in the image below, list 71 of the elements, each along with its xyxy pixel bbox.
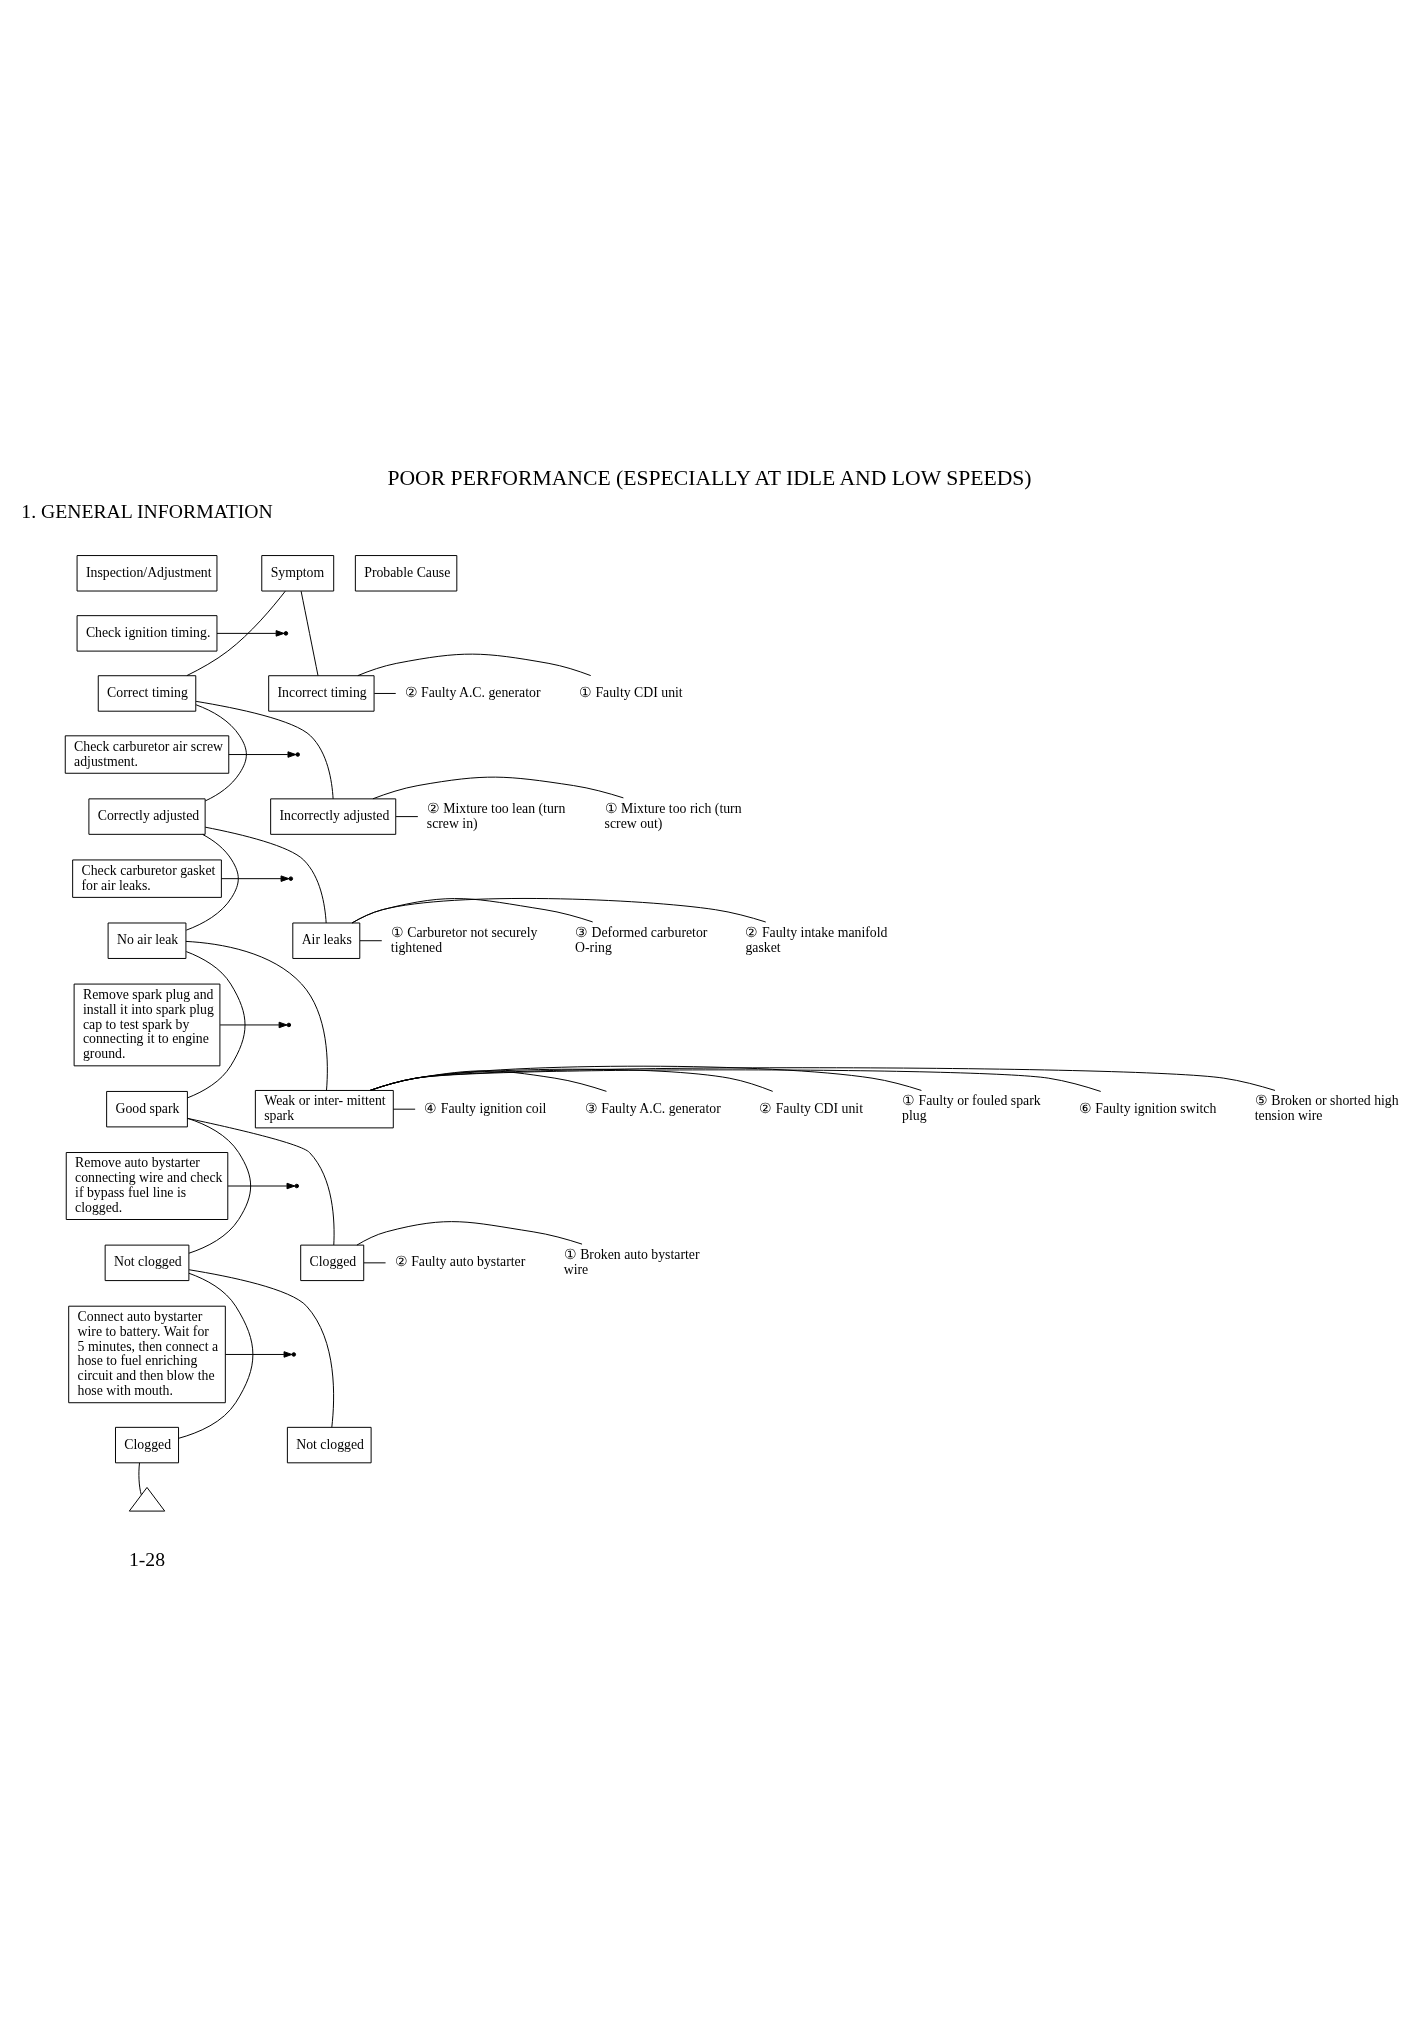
node-box: Correctly adjusted — [88, 797, 206, 835]
node-text: ③ Faulty A.C. generator — [584, 1100, 721, 1116]
node-box: Symptom — [261, 554, 335, 591]
node-box: Clogged — [300, 1244, 365, 1281]
node-box: Clogged — [115, 1426, 180, 1463]
arrow — [227, 1182, 296, 1189]
connector — [351, 897, 767, 923]
node-text: ② Faulty CDI unit — [759, 1100, 863, 1116]
node-box: Incorrect timing — [268, 674, 375, 712]
connector — [356, 1220, 583, 1246]
label: 1-28 — [128, 1547, 166, 1570]
node-text: ③ Deformed carburetor O-ring — [575, 924, 708, 955]
connector — [357, 653, 592, 676]
node-text: ① Mixture too rich (turn screw out) — [604, 800, 742, 831]
connector — [185, 950, 246, 1098]
node-box: Good spark — [106, 1090, 188, 1127]
connector — [187, 1117, 335, 1245]
node-text: ⑤ Broken or shorted high tension wire — [1254, 1092, 1399, 1123]
connector — [185, 833, 239, 931]
connector — [187, 1117, 252, 1254]
node-box: No air leak — [107, 922, 187, 959]
connector — [185, 940, 328, 1091]
connector — [188, 1268, 335, 1428]
node-text: ① Carburetor not securely tightened — [390, 924, 538, 955]
connector — [300, 590, 319, 676]
connector — [369, 1068, 1102, 1092]
arrow — [216, 629, 285, 637]
arrow — [228, 750, 297, 758]
node-box: Check carburetor air screw adjustment. — [64, 734, 230, 774]
node-box: Correct timing — [97, 674, 197, 712]
node-box: Incorrectly adjusted — [270, 797, 397, 835]
connector — [204, 826, 327, 923]
node-box: Remove spark plug and install it into spark plug cap to test spark by connecting it to engine ground. — [73, 983, 221, 1066]
node-text: ② Faulty A.C. generator — [404, 684, 541, 700]
node-text: ④ Faulty ignition coil — [424, 1100, 547, 1116]
diagram-title: POOR PERFORMANCE (ESPECIALLY AT IDLE AND LOW SPEEDS) — [387, 465, 1032, 490]
connector — [195, 700, 334, 799]
node-text: ① Faulty or fouled spark plug — [902, 1092, 1041, 1123]
connector — [195, 703, 247, 801]
arrow — [219, 1021, 288, 1028]
connector — [369, 1066, 1276, 1091]
connector — [359, 939, 383, 941]
node-triangle — [128, 1486, 166, 1512]
node-box: Air leaks — [292, 922, 361, 959]
connector — [351, 897, 594, 923]
connector — [372, 776, 624, 799]
node-box: Not clogged — [286, 1426, 372, 1463]
node-text: ⑥ Faulty ignition switch — [1078, 1100, 1217, 1116]
node-box: Weak or inter- mittent spark — [254, 1089, 394, 1128]
node-box: Check ignition timing. — [76, 614, 218, 652]
node-box: Remove auto bystarter connecting wire and check if bypass fuel line is clogged. — [65, 1151, 229, 1220]
label: 1. GENERAL INFORMATION — [21, 499, 273, 522]
node-box: Connect auto bystarter wire to battery. Wait for 5 minutes, then connect a hose to fuel enriching circuit and then blow the hose with mouth. — [68, 1305, 226, 1403]
node-text: ② Faulty auto bystarter — [394, 1253, 526, 1269]
connector — [138, 1461, 142, 1495]
connector — [363, 1261, 387, 1263]
node-text: ① Faulty CDI unit — [578, 684, 683, 700]
connector — [395, 815, 419, 817]
connector — [178, 1272, 254, 1439]
node-box: Not clogged — [104, 1244, 190, 1281]
connector — [186, 590, 286, 676]
node-box: Check carburetor gasket for air leaks. — [72, 858, 222, 898]
node-box: Probable Cause — [354, 554, 458, 591]
connector — [373, 692, 397, 694]
node-text: ① Broken auto bystarter wire — [563, 1246, 700, 1277]
arrow — [225, 1350, 293, 1358]
arrow — [220, 874, 290, 882]
connector — [392, 1108, 416, 1110]
node-text: ② Faulty intake manifold gasket — [745, 924, 888, 955]
node-text: ② Mixture too lean (turn screw in) — [426, 800, 566, 831]
node-box: Inspection/Adjustment — [76, 554, 218, 591]
